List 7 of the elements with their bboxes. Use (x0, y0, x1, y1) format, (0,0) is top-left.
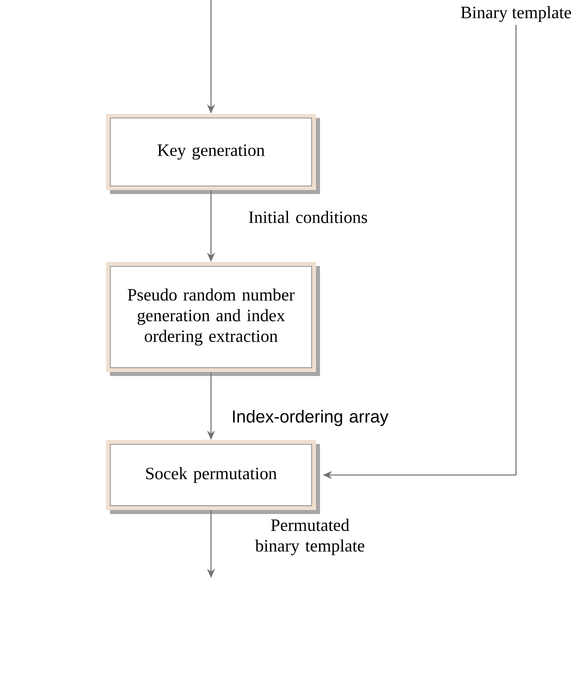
edge-label: Initial conditions (248, 210, 368, 224)
edge-label: Index-ordering array (233, 410, 388, 426)
input-label: Binary template (460, 6, 571, 22)
process-box: Socek permutation (106, 440, 320, 514)
process-box: Key generation (106, 114, 320, 194)
process-box: Pseudo random number generation and index ordering extraction (106, 262, 320, 376)
edge-label: Permutated binary template (255, 518, 364, 556)
